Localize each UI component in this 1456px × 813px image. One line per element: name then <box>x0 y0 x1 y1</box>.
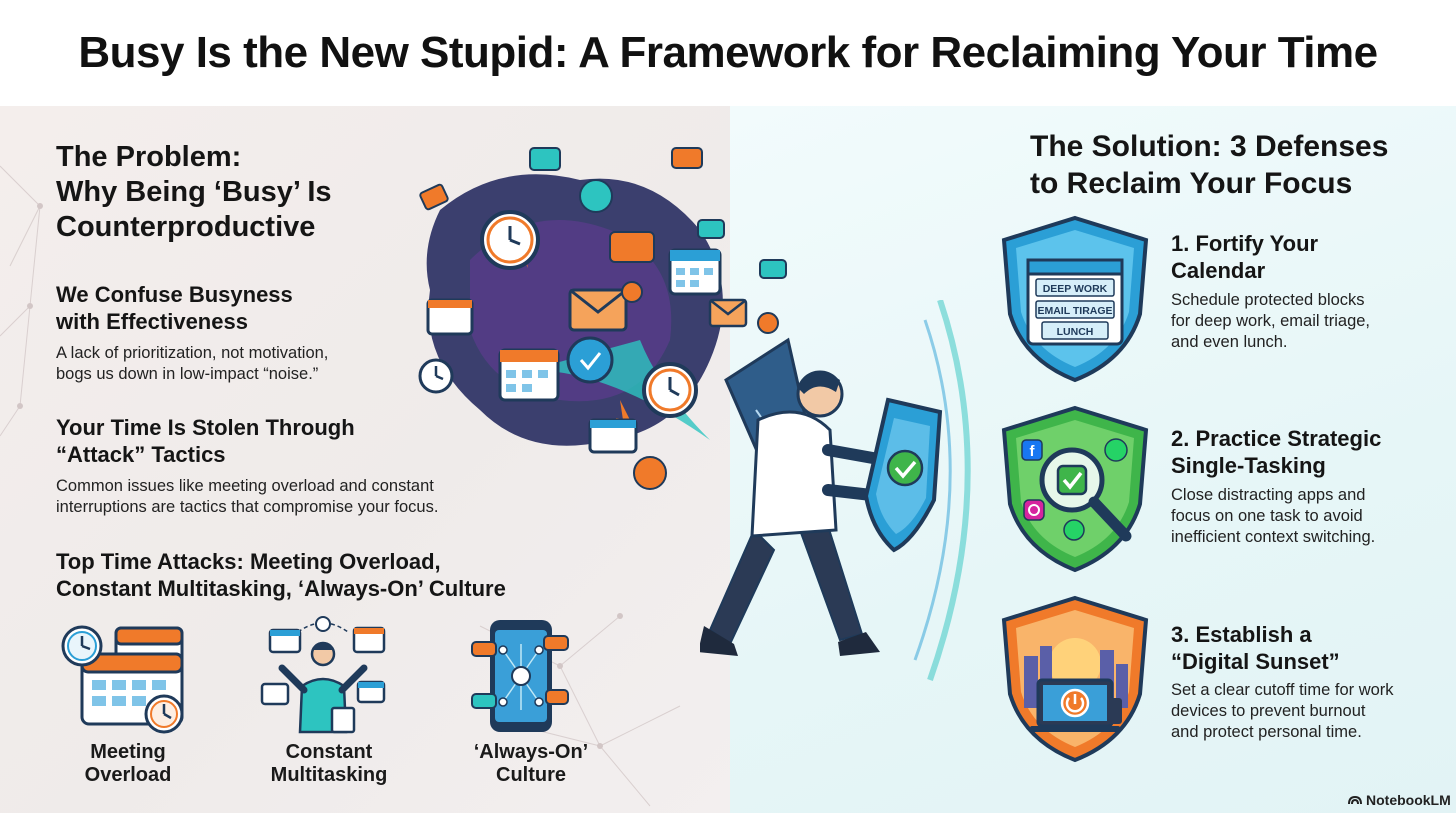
smartphone-network-icon <box>471 620 569 732</box>
defense-3-body: Set a clear cutoff time for work devices… <box>1171 680 1431 743</box>
defense-2-heading-line-2: Single-Tasking <box>1171 453 1326 478</box>
problem-title-line-1: The Problem: <box>56 141 242 173</box>
solution-title-line-1: The Solution: 3 Defenses <box>1030 130 1389 163</box>
point-3-heading-line-2: Constant Multitasking, ‘Always-On’ Cultu… <box>56 576 506 601</box>
brand-watermark: NotebookLM <box>1348 792 1451 808</box>
attack-label-always-on-culture: ‘Always-On’ Culture <box>451 741 611 787</box>
attack-2-label-line-1: Constant <box>285 741 373 763</box>
point-2-body: Common issues like meeting overload and … <box>56 476 438 518</box>
point-2-body-line-2: interruptions are tactics that compromis… <box>56 498 439 516</box>
calendar-clock-icon <box>61 625 184 734</box>
point-1-body-line-2: bogs us down in low-impact “noise.” <box>56 365 319 383</box>
shield-item-lunch: LUNCH <box>1057 326 1094 338</box>
defense-3-body-line-1: Set a clear cutoff time for work <box>1171 681 1394 699</box>
defense-3-body-line-2: devices to prevent burnout <box>1171 702 1366 720</box>
person-with-shield-illustration <box>700 300 971 681</box>
attack-3-label-line-1: ‘Always-On’ <box>473 741 589 763</box>
digital-sunset-shield-icon <box>1001 595 1149 763</box>
defense-1-body: Schedule protected blocks for deep work,… <box>1171 290 1431 353</box>
defense-1-body-line-3: and even lunch. <box>1171 333 1288 351</box>
point-1-body: A lack of prioritization, not motivation… <box>56 343 328 385</box>
defense-2-body-line-2: focus on one task to avoid <box>1171 507 1363 525</box>
svg-text:f: f <box>1030 443 1036 460</box>
attack-1-label-line-2: Overload <box>84 764 172 786</box>
defense-1-heading: 1. Fortify Your Calendar <box>1171 230 1318 284</box>
defense-2-body: Close distracting apps and focus on one … <box>1171 485 1431 548</box>
defense-2-body-line-3: inefficient context switching. <box>1171 528 1376 546</box>
point-2-heading-line-1: Your Time Is Stolen Through <box>56 415 355 440</box>
page-title: Busy Is the New Stupid: A Framework for … <box>78 28 1378 77</box>
solution-title: The Solution: 3 Defenses to Reclaim Your… <box>1030 128 1430 202</box>
point-1-heading-line-1: We Confuse Busyness <box>56 282 293 307</box>
defense-2-heading-line-1: 2. Practice Strategic <box>1171 426 1382 451</box>
point-2-heading-line-2: “Attack” Tactics <box>56 442 226 467</box>
defense-1-heading-line-1: 1. Fortify Your <box>1171 231 1319 256</box>
header: Busy Is the New Stupid: A Framework for … <box>0 0 1456 106</box>
point-1-body-line-1: A lack of prioritization, not motivation… <box>56 344 329 362</box>
point-2-body-line-1: Common issues like meeting overload and … <box>56 477 434 495</box>
problem-title: The Problem: Why Being ‘Busy’ Is Counter… <box>56 140 396 245</box>
attack-label-meeting-overload: Meeting Overload <box>48 741 208 787</box>
attack-2-label-line-2: Multitasking <box>270 764 388 786</box>
juggling-person-icon <box>260 616 386 734</box>
attack-3-label-line-2: Culture <box>496 764 566 786</box>
defense-3-heading-line-1: 3. Establish a <box>1171 622 1312 647</box>
distraction-chaos-illustration <box>418 147 787 490</box>
calendar-shield-icon: DEEP WORK EMAIL TIRAGE LUNCH <box>1001 215 1149 383</box>
point-3-heading-line-1: Top Time Attacks: Meeting Overload, <box>56 549 441 574</box>
point-1-heading: We Confuse Busyness with Effectiveness <box>56 281 293 335</box>
focus-magnifier-shield-icon: f <box>1001 405 1149 573</box>
defense-2-heading: 2. Practice Strategic Single-Tasking <box>1171 425 1381 479</box>
solution-title-line-2: to Reclaim Your Focus <box>1030 167 1353 200</box>
point-3-heading: Top Time Attacks: Meeting Overload, Cons… <box>56 548 506 602</box>
point-2-heading: Your Time Is Stolen Through “Attack” Tac… <box>56 414 355 468</box>
shield-item-email-triage: EMAIL TIRAGE <box>1037 305 1112 317</box>
defense-3-heading: 3. Establish a “Digital Sunset” <box>1171 621 1340 675</box>
problem-title-line-2: Why Being ‘Busy’ Is <box>56 176 332 208</box>
defense-2-body-line-1: Close distracting apps and <box>1171 486 1366 504</box>
point-1-heading-line-2: with Effectiveness <box>56 309 248 334</box>
notebooklm-logo-icon <box>1348 795 1362 805</box>
defense-1-body-line-2: for deep work, email triage, <box>1171 312 1371 330</box>
attack-label-constant-multitasking: Constant Multitasking <box>249 741 409 787</box>
attack-1-label-line-1: Meeting <box>90 741 166 763</box>
shield-item-deep-work: DEEP WORK <box>1043 283 1108 295</box>
defense-3-body-line-3: and protect personal time. <box>1171 723 1362 741</box>
problem-title-line-3: Counterproductive <box>56 211 316 243</box>
defense-3-heading-line-2: “Digital Sunset” <box>1171 649 1340 674</box>
brand-name: NotebookLM <box>1366 792 1451 808</box>
defense-1-body-line-1: Schedule protected blocks <box>1171 291 1365 309</box>
defense-1-heading-line-2: Calendar <box>1171 258 1266 283</box>
